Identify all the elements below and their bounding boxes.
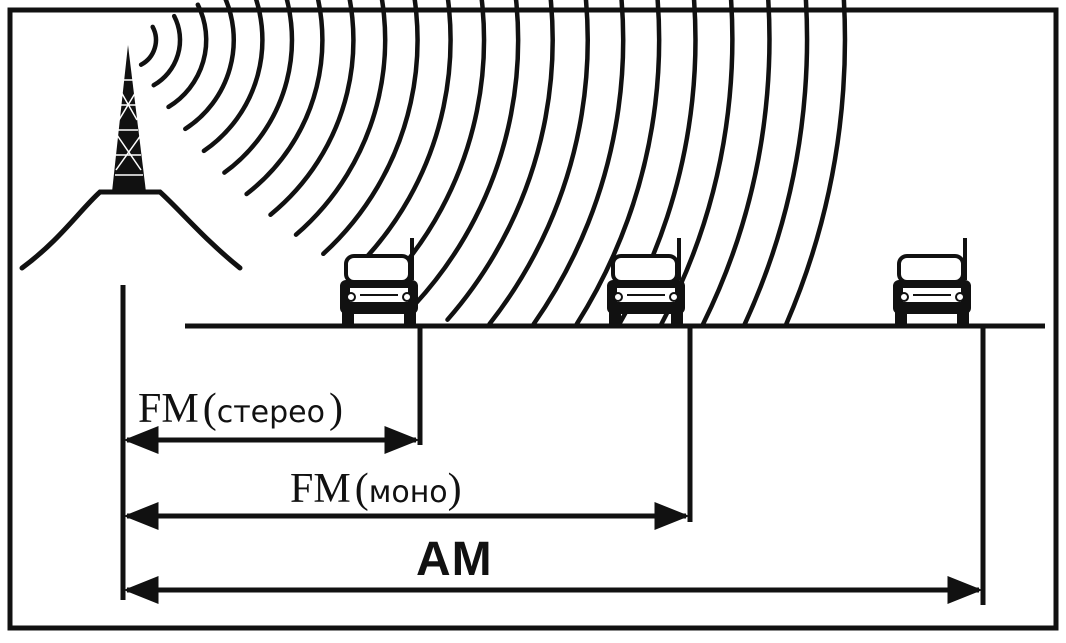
radio-wave-arc bbox=[742, 0, 810, 327]
radio-wave-arc bbox=[183, 0, 236, 132]
fm-stereo-mode: стерео bbox=[216, 395, 325, 430]
fm-stereo-open-paren: ( bbox=[202, 386, 217, 432]
radio-wave-arc bbox=[166, 2, 209, 110]
cars bbox=[340, 238, 971, 324]
fm-stereo-label: FM (стерео ) bbox=[138, 388, 343, 430]
radio-wave-arc bbox=[784, 0, 848, 327]
radio-wave-arc bbox=[138, 24, 159, 67]
hill bbox=[19, 189, 243, 271]
radio-wave-arc bbox=[268, 0, 356, 217]
fm-mono-band: FM bbox=[290, 466, 351, 512]
radio-wave-arc bbox=[487, 0, 590, 327]
car-icon bbox=[893, 238, 971, 324]
fm-stereo-close-paren: ) bbox=[328, 386, 343, 432]
radio-wave-arc bbox=[445, 0, 555, 322]
radio-wave-arc bbox=[380, 0, 487, 292]
am-label: AM bbox=[416, 533, 493, 586]
radio-wave-arc bbox=[412, 0, 521, 308]
radio-wave-arc bbox=[531, 0, 626, 327]
radio-wave-arc bbox=[244, 0, 325, 197]
radio-wave-arc bbox=[293, 0, 388, 237]
radio-wave-arc bbox=[659, 0, 735, 327]
fm-mono-mode: моно bbox=[368, 475, 448, 510]
radio-tower-icon bbox=[112, 45, 146, 192]
radio-wave-arc bbox=[151, 13, 183, 88]
fm-mono-open-paren: ( bbox=[354, 466, 369, 512]
radio-waves bbox=[138, 0, 848, 327]
fm-stereo-band: FM bbox=[138, 386, 199, 432]
fm-mono-close-paren: ) bbox=[447, 466, 462, 512]
radio-wave-arc bbox=[321, 0, 420, 257]
car-icon bbox=[607, 238, 685, 324]
radio-wave-arc bbox=[349, 0, 453, 275]
diagram-frame bbox=[7, 7, 1059, 631]
fm-mono-label: FM (моно) bbox=[290, 468, 462, 510]
radio-wave-arc bbox=[700, 0, 772, 327]
radio-wave-arc bbox=[201, 0, 265, 154]
radio-wave-arc bbox=[574, 0, 662, 327]
radio-wave-arc bbox=[222, 0, 295, 175]
car-icon bbox=[340, 238, 418, 324]
